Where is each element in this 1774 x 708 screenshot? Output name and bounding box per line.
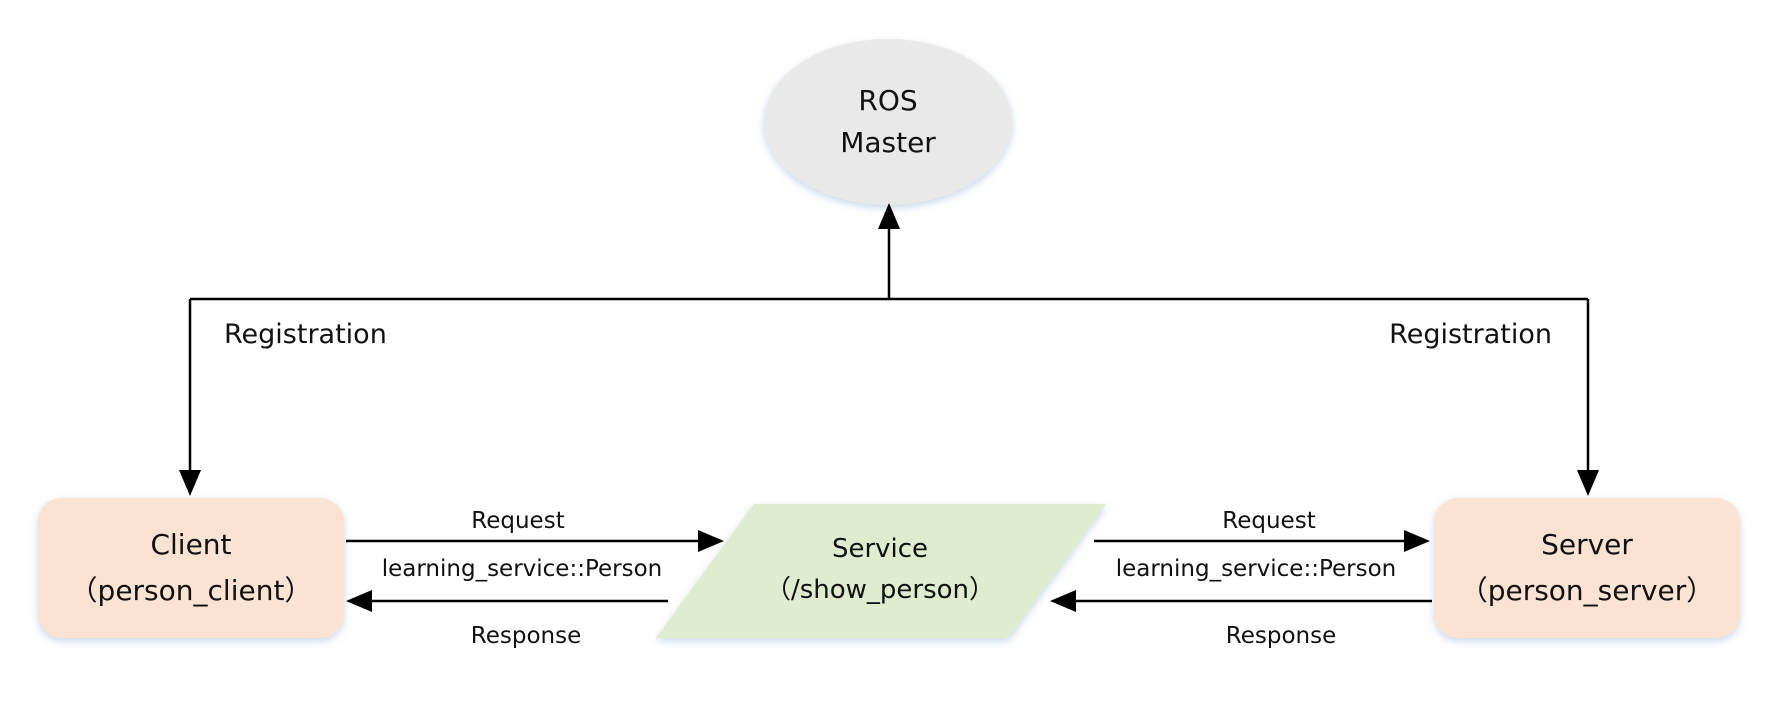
right-communication	[1072, 539, 1432, 603]
registration-lines	[188, 207, 1590, 486]
server-arrowhead-icon	[1577, 470, 1599, 496]
server-node: Server （person_server）	[1434, 498, 1740, 638]
service-parallelogram	[656, 504, 1106, 638]
master-arrowhead-icon	[878, 203, 900, 229]
right-request-label: Request	[1222, 508, 1315, 534]
ros-master-subtitle: Master	[840, 126, 936, 159]
service-title: Service	[832, 534, 928, 564]
server-subtitle: （person_server）	[1460, 574, 1715, 607]
ros-master-ellipse	[764, 39, 1012, 205]
right-request-arrowhead-icon	[1404, 530, 1430, 552]
client-title: Client	[150, 528, 231, 561]
right-response-label: Response	[1226, 623, 1336, 649]
right-type-label: learning_service::Person	[1116, 556, 1397, 582]
service-node: Service （/show_person）	[656, 504, 1106, 638]
right-response-arrowhead-icon	[1050, 590, 1076, 612]
server-title: Server	[1541, 528, 1633, 561]
left-communication	[346, 539, 702, 603]
ros-master-title: ROS	[858, 84, 917, 117]
server-box	[1434, 498, 1740, 638]
client-node: Client （person_client）	[38, 498, 344, 638]
client-subtitle: （person_client）	[70, 574, 313, 607]
client-arrowhead-icon	[179, 470, 201, 496]
right-registration-label: Registration	[1389, 319, 1552, 350]
left-registration-label: Registration	[224, 319, 387, 350]
service-subtitle: （/show_person）	[765, 575, 995, 605]
left-request-label: Request	[471, 508, 564, 534]
left-type-label: learning_service::Person	[382, 556, 663, 582]
left-request-arrowhead-icon	[698, 530, 724, 552]
left-response-label: Response	[471, 623, 581, 649]
left-response-arrowhead-icon	[346, 590, 372, 612]
ros-master-node: ROS Master	[764, 39, 1012, 205]
client-box	[38, 498, 344, 638]
